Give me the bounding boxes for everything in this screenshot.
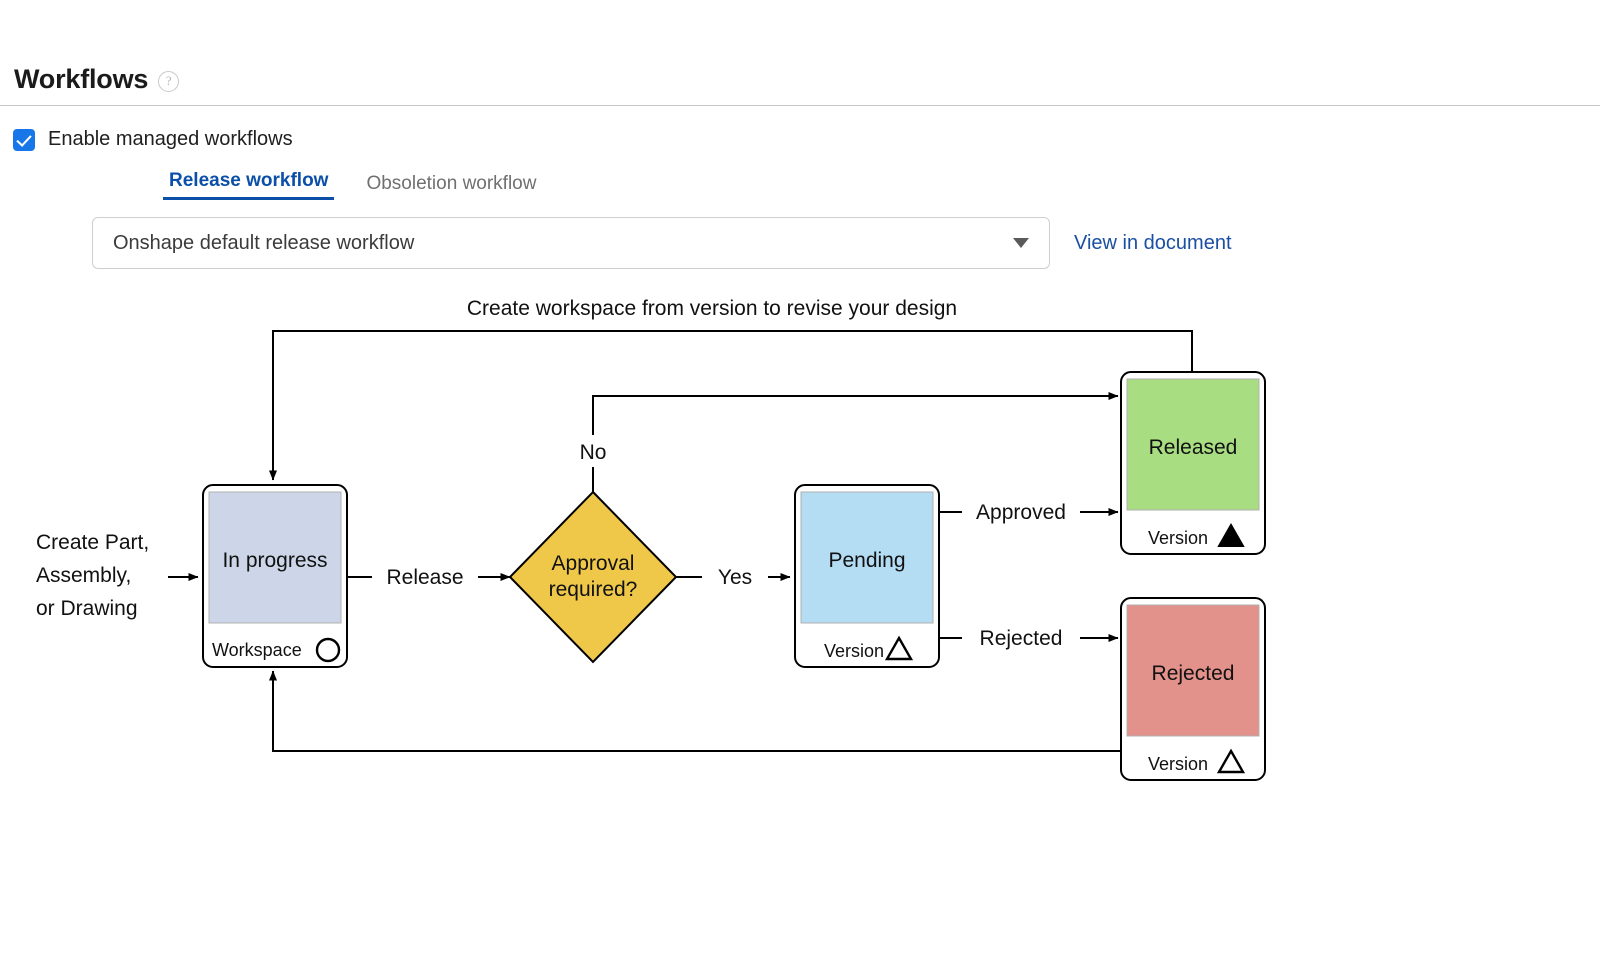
- edge-no-to-released: [592, 392, 1119, 435]
- tab-release-workflow[interactable]: Release workflow: [163, 169, 335, 200]
- triangle-outline-icon: [1216, 748, 1246, 774]
- node-in-progress[interactable]: In progress Workspace: [202, 484, 348, 668]
- node-in-progress-title: In progress: [222, 549, 327, 572]
- node-approval-required[interactable]: Approval required?: [508, 490, 678, 664]
- entry-label-line-1: Create Part,: [36, 531, 149, 554]
- edge-label-release: Release: [386, 566, 463, 589]
- edge-label-rejected: Rejected: [980, 627, 1063, 650]
- node-in-progress-fill: [208, 491, 342, 624]
- tab-obsoletion-workflow[interactable]: Obsoletion workflow: [360, 172, 542, 200]
- help-icon[interactable]: ?: [158, 70, 180, 92]
- triangle-filled-icon: [1217, 522, 1245, 547]
- node-rejected-title: Rejected: [1152, 662, 1235, 685]
- enable-managed-workflows-checkbox[interactable]: [13, 128, 35, 151]
- edge-rejected-return-loop: [269, 670, 1120, 752]
- workflow-tabs: Release workflow Obsoletion workflow: [0, 151, 1600, 200]
- node-pending-title: Pending: [828, 549, 905, 572]
- workflow-select-row: Onshape default release workflow View in…: [0, 200, 1600, 269]
- chevron-down-icon[interactable]: [1013, 238, 1029, 248]
- release-workflow-diagram: Create workspace from version to revise …: [0, 269, 1600, 841]
- node-released-footer: Version: [1148, 528, 1208, 548]
- node-pending-footer: Version: [824, 641, 884, 661]
- node-rejected[interactable]: Rejected Version: [1120, 597, 1266, 781]
- entry-label-line-3: or Drawing: [36, 597, 138, 620]
- node-released-title: Released: [1149, 436, 1238, 459]
- node-pending-fill: [800, 491, 934, 624]
- node-released-fill: [1126, 378, 1260, 511]
- node-in-progress-footer: Workspace: [212, 640, 302, 660]
- page-title: Workflows: [14, 64, 149, 94]
- workflow-select[interactable]: Onshape default release workflow: [92, 217, 1050, 269]
- node-approval-required-diamond: [508, 490, 678, 664]
- edge-label-approved: Approved: [976, 501, 1066, 524]
- node-released[interactable]: Released Version: [1120, 371, 1266, 555]
- node-rejected-footer: Version: [1148, 754, 1208, 774]
- circle-outline-icon: [315, 637, 341, 663]
- header-divider: [0, 105, 1600, 106]
- page-header: Workflows ?: [0, 0, 1600, 105]
- edge-revise-loop: [269, 330, 1193, 481]
- edge-label-yes: Yes: [718, 566, 752, 589]
- node-approval-required-title-line-1: Approval: [552, 552, 635, 575]
- workflow-flowchart-svg: Create workspace from version to revise …: [36, 297, 1266, 781]
- entry-label-line-2: Assembly,: [36, 564, 131, 587]
- workflow-select-value: Onshape default release workflow: [113, 231, 415, 254]
- enable-managed-workflows-row[interactable]: Enable managed workflows: [0, 106, 1600, 151]
- edge-label-no: No: [580, 441, 607, 464]
- node-rejected-fill: [1126, 604, 1260, 737]
- triangle-outline-icon: [884, 635, 914, 661]
- view-in-document-link[interactable]: View in document: [1074, 231, 1232, 254]
- node-pending[interactable]: Pending Version: [794, 484, 940, 668]
- enable-managed-workflows-label: Enable managed workflows: [48, 128, 293, 150]
- diagram-caption: Create workspace from version to revise …: [467, 297, 957, 320]
- node-approval-required-title-line-2: required?: [549, 578, 638, 601]
